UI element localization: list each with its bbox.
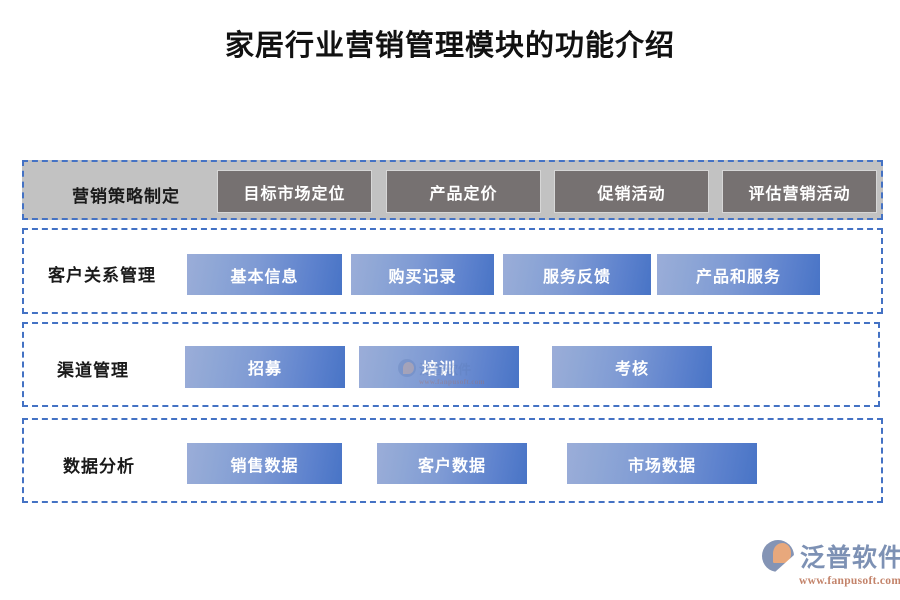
node-evaluate-marketing-activity[interactable]: 评估营销活动 [722,170,877,213]
node-recruitment[interactable]: 招募 [185,346,345,388]
node-purchase-record[interactable]: 购买记录 [351,254,494,295]
brand-logo-text: 泛普软件 [800,545,900,572]
node-training[interactable]: 培训 [359,346,519,388]
node-service-feedback[interactable]: 服务反馈 [503,254,651,295]
fanpu-logo-icon [762,539,796,573]
brand-logo-main-row: 泛普软件 [762,538,900,574]
node-assessment[interactable]: 考核 [552,346,712,388]
diagram-row-data-analysis: 数据分析 销售数据 客户数据 市场数据 [22,418,883,503]
node-target-market-positioning[interactable]: 目标市场定位 [217,170,372,213]
row-label-channel-management: 渠道管理 [57,361,129,380]
row-label-customer-relationship: 客户关系管理 [48,266,156,285]
node-sales-data[interactable]: 销售数据 [187,443,342,484]
node-customer-data[interactable]: 客户数据 [377,443,527,484]
diagram-row-channel-management: 渠道管理 招募 培训 考核 [22,322,880,407]
row-label-data-analysis: 数据分析 [63,457,135,476]
row-label-marketing-strategy: 营销策略制定 [72,187,180,206]
node-product-pricing[interactable]: 产品定价 [386,170,541,213]
node-basic-info[interactable]: 基本信息 [187,254,342,295]
node-market-data[interactable]: 市场数据 [567,443,757,484]
diagram-row-marketing-strategy: 营销策略制定 目标市场定位 产品定价 促销活动 评估营销活动 [22,160,883,220]
node-products-and-services[interactable]: 产品和服务 [657,254,820,295]
page-title: 家居行业营销管理模块的功能介绍 [224,30,675,62]
node-promotion-activity[interactable]: 促销活动 [554,170,709,213]
brand-logo-url: www.fanpusoft.com [799,575,900,587]
brand-logo: 泛普软件 www.fanpusoft.com [762,538,900,590]
diagram-row-customer-relationship: 客户关系管理 基本信息 购买记录 服务反馈 产品和服务 [22,228,883,314]
